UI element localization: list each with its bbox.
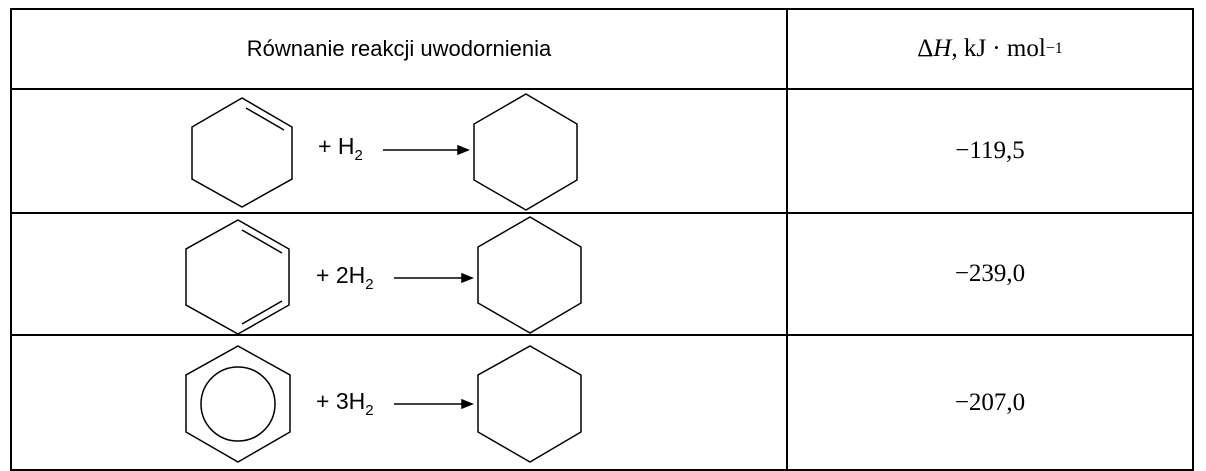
enthalpy-value-text: −207,0	[954, 388, 1026, 416]
cyclohexane-icon	[477, 345, 582, 463]
cyclohexene-icon	[191, 97, 293, 208]
enthalpy-value: −239,0	[788, 214, 1192, 334]
reaction-arrow	[394, 398, 475, 410]
table-border	[10, 8, 1194, 471]
reagent-coefficient: + 3H	[316, 388, 366, 414]
cyclohexane-icon	[473, 93, 578, 211]
reagent-coefficient: + 2H	[316, 262, 366, 288]
reagent-coefficient: + H	[318, 133, 355, 159]
header-units: , kJ · mol	[951, 35, 1046, 62]
enthalpy-value: −119,5	[788, 90, 1192, 212]
benzene-icon	[185, 345, 291, 463]
enthalpy-value-text: −239,0	[954, 260, 1026, 287]
reagent-subscript: 2	[354, 147, 363, 164]
reaction-arrow	[394, 272, 475, 284]
reagent-subscript: 2	[365, 276, 374, 293]
header-equation: Równanie reakcji uwodornienia	[12, 10, 786, 88]
reagent-h2: + H2	[318, 133, 363, 164]
cyclohexadiene-icon	[185, 219, 290, 335]
table-grid	[10, 8, 1194, 471]
header-h-symbol: H	[933, 35, 952, 62]
enthalpy-value: −207,0	[788, 336, 1192, 469]
reaction-arrow	[383, 144, 471, 156]
reagent-3h2: + 3H2	[316, 388, 374, 419]
reagent-2h2: + 2H2	[316, 262, 374, 293]
header-equation-label: Równanie reakcji uwodornienia	[246, 36, 552, 61]
enthalpy-value-text: −119,5	[955, 137, 1025, 164]
header-exponent: −1	[1045, 40, 1063, 57]
cyclohexane-icon	[477, 216, 582, 334]
reagent-subscript: 2	[365, 402, 374, 419]
header-delta: Δ	[917, 35, 934, 62]
